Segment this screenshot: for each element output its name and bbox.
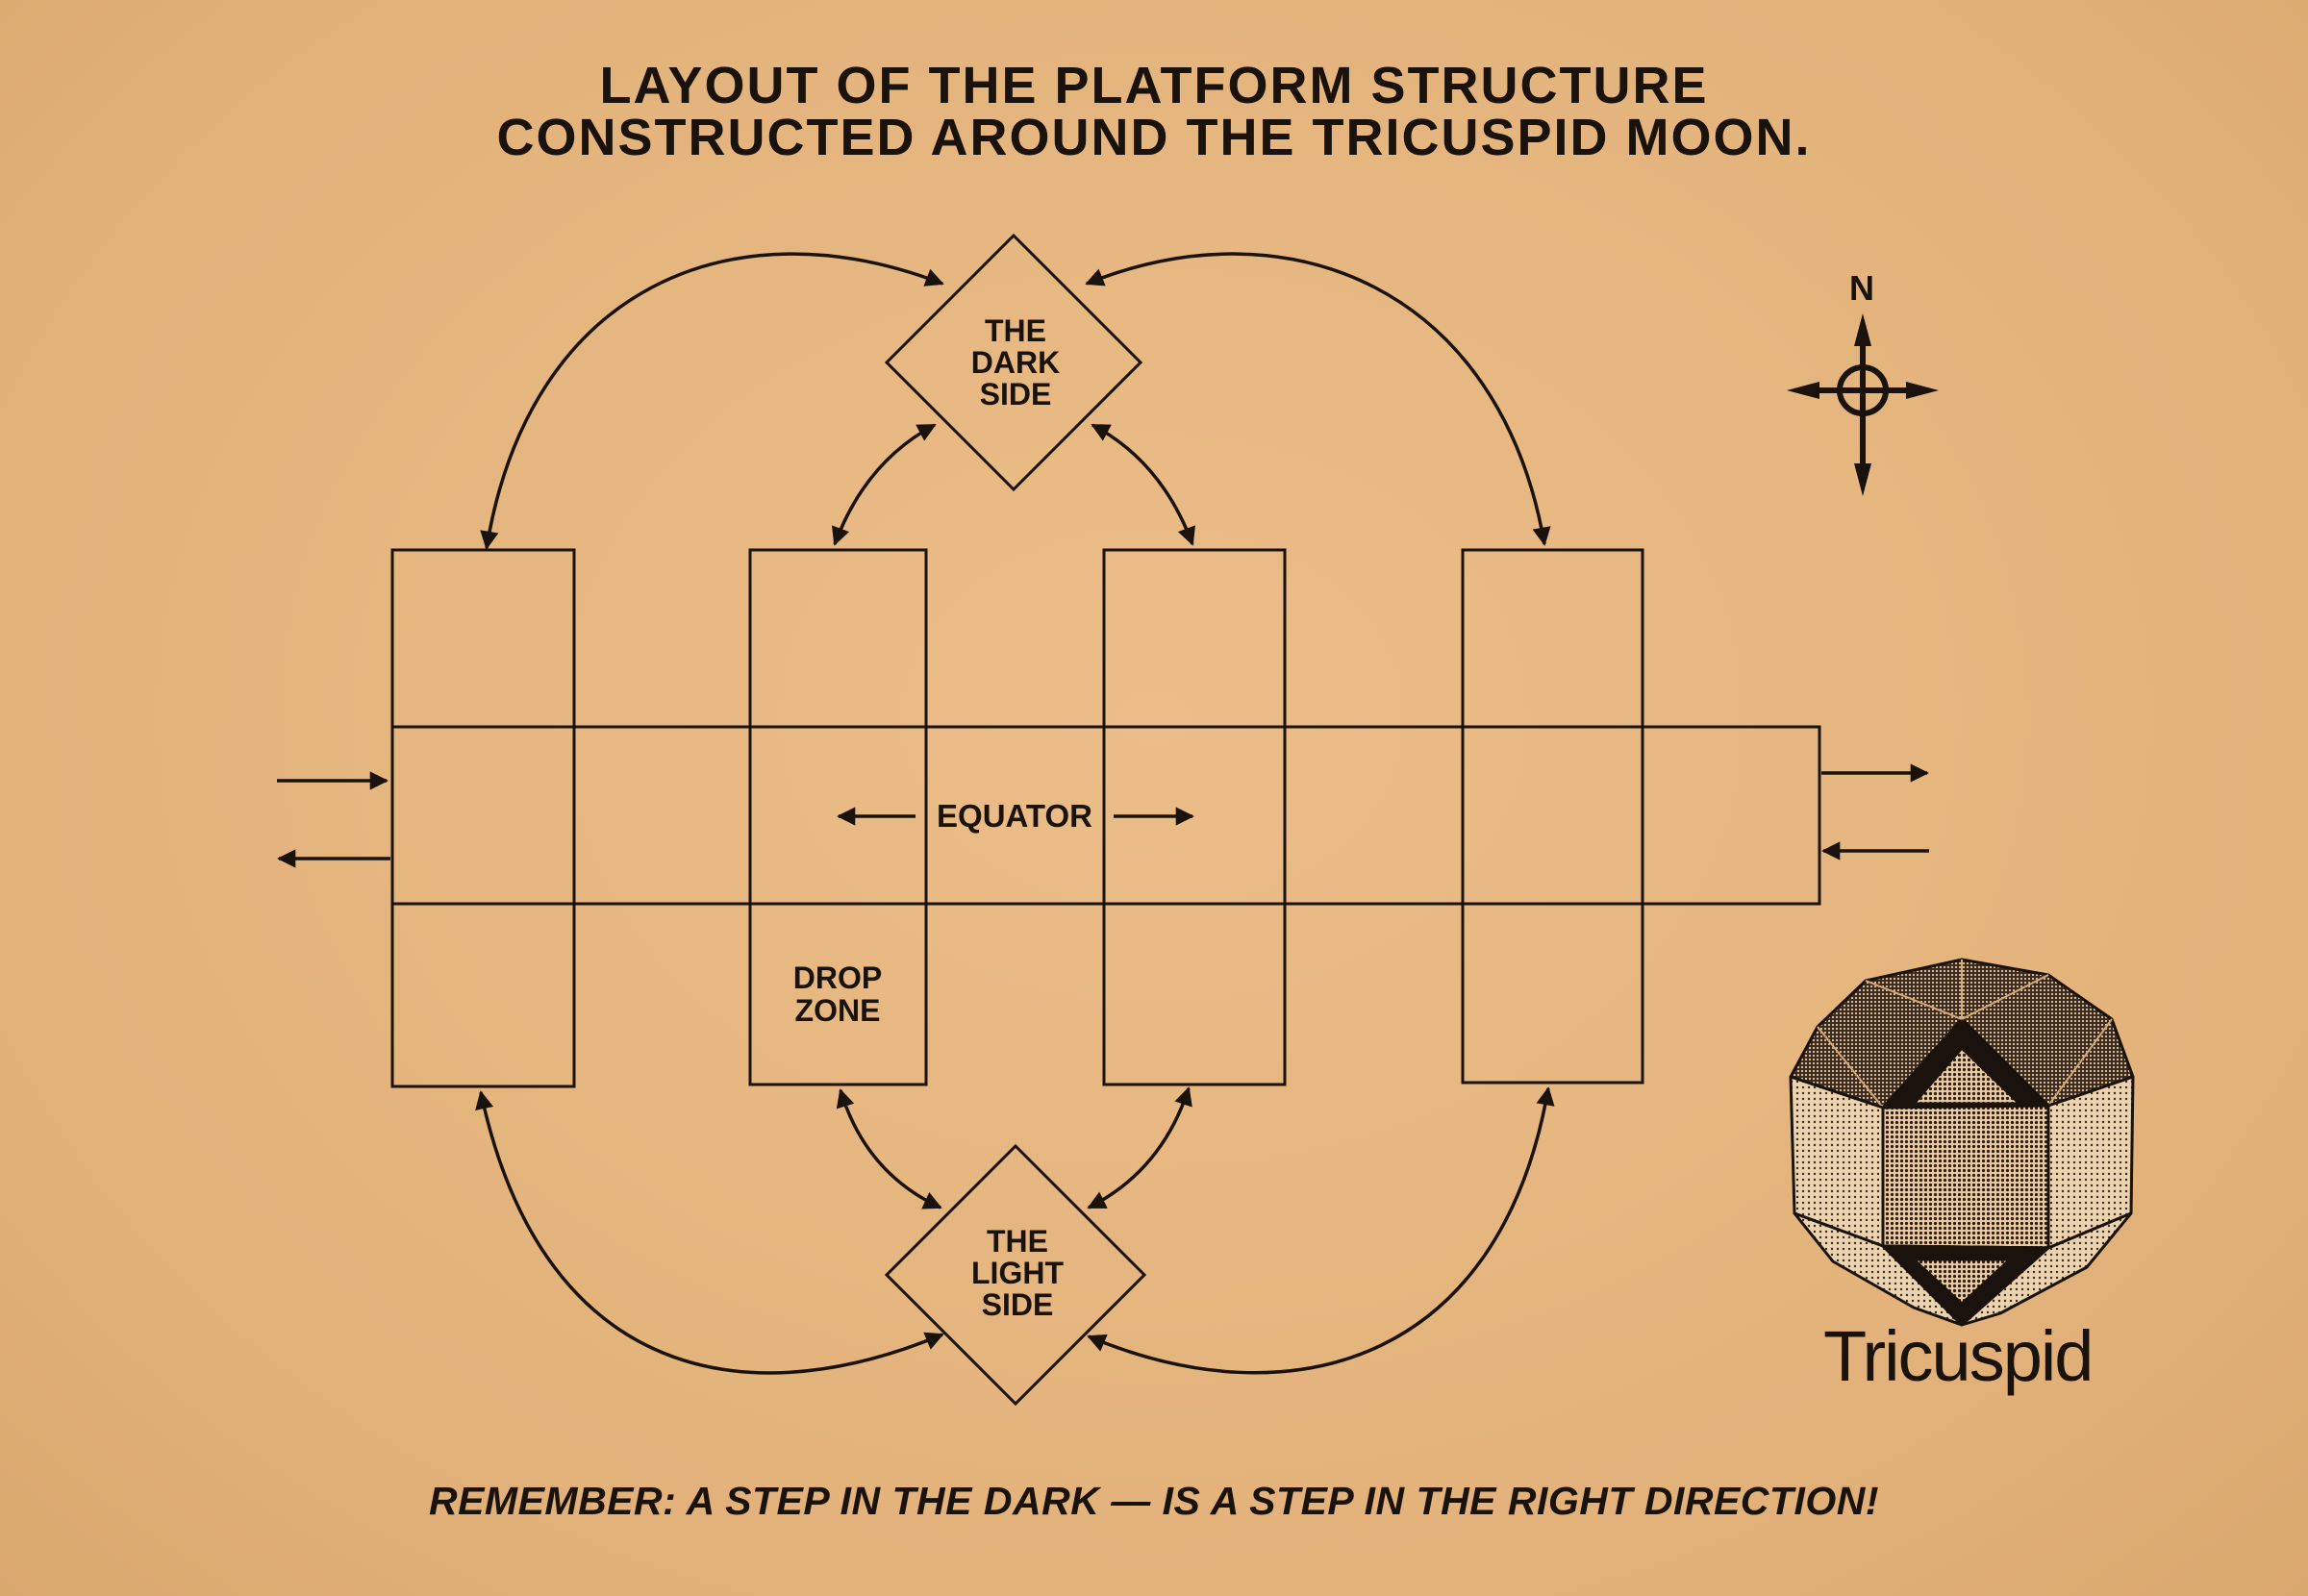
- poster-title: LAYOUT OF THE PLATFORM STRUCTURE CONSTRU…: [0, 60, 2308, 163]
- module-north-1: [390, 548, 576, 729]
- arc-light-to-east-module: [1087, 1086, 1555, 1375]
- platform-structure: [390, 548, 1821, 1088]
- arc-dark-to-west-module: [480, 252, 944, 550]
- connection-arrows: [277, 252, 1929, 1375]
- equator-band: [390, 725, 1821, 906]
- arc-light-to-west-module: [475, 1090, 944, 1375]
- arrow-drop-zone-to-light: [836, 1088, 942, 1209]
- drop-zone-module: [748, 902, 928, 1086]
- title-line-2: CONSTRUCTED AROUND THE TRICUSPID MOON.: [496, 109, 1812, 166]
- light-side-label-3: SIDE: [982, 1287, 1054, 1322]
- compass-north-label: N: [1849, 268, 1874, 308]
- module-south-3: [1102, 902, 1287, 1086]
- module-north-2: [748, 548, 928, 729]
- drop-zone-label-1: DROP: [793, 960, 882, 995]
- light-side-label-2: LIGHT: [971, 1256, 1064, 1290]
- tricuspid-brand-name: Tricuspid: [1823, 1316, 2094, 1396]
- footer-slogan: REMEMBER: A STEP IN THE DARK — IS A STEP…: [428, 1479, 1880, 1523]
- module-north-4: [1461, 548, 1644, 729]
- dark-side-label-1: THE: [985, 313, 1046, 348]
- rhombicuboctahedron-icon: [1789, 958, 2135, 1327]
- light-side-label-1: THE: [987, 1224, 1048, 1259]
- arrow-dark-to-module-3: [1091, 423, 1195, 546]
- module-south-1: [390, 902, 576, 1088]
- arrow-dark-to-module-2: [832, 423, 937, 546]
- arc-dark-to-east-module: [1085, 252, 1551, 546]
- drop-zone-label-2: ZONE: [795, 993, 881, 1028]
- module-north-3: [1102, 548, 1287, 729]
- module-south-4: [1461, 902, 1644, 1085]
- equator-label: EQUATOR: [937, 798, 1092, 834]
- compass-icon: N: [1787, 268, 1939, 496]
- dark-side-label-2: DARK: [971, 345, 1060, 380]
- title-line-1: LAYOUT OF THE PLATFORM STRUCTURE: [599, 57, 1709, 114]
- arrow-module-to-light: [1087, 1086, 1192, 1209]
- dark-side-label-3: SIDE: [980, 377, 1052, 411]
